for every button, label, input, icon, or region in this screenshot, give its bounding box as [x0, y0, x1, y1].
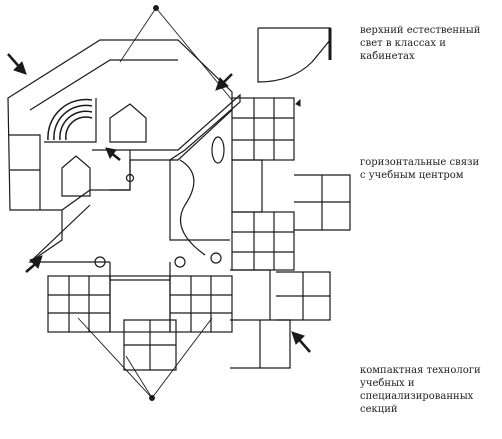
right-classrooms: [230, 97, 351, 369]
arrow-left-icon: [25, 255, 43, 273]
upper-wing: [7, 39, 233, 211]
annotation-horizontal-links: горизонтальные связи с учебным центром: [360, 157, 480, 181]
arrow-top-right-icon: [215, 73, 233, 91]
bottom-classrooms: [47, 269, 271, 371]
entrance-arrows: [7, 53, 311, 353]
arrow-top-left-icon: [7, 53, 27, 75]
marker-right-icon: [295, 98, 301, 107]
annotation-compact-sections: компактная технологи учебных и специализ…: [360, 365, 481, 415]
arrow-bottom-right-icon: [291, 331, 311, 353]
arrow-inner-icon: [105, 147, 121, 161]
central-hall: [28, 93, 241, 281]
annotation-skylight: верхний естественный свет в классах и ка…: [360, 25, 481, 62]
skylight-profile-icon: [257, 27, 332, 83]
pointer-lines: [77, 5, 233, 401]
